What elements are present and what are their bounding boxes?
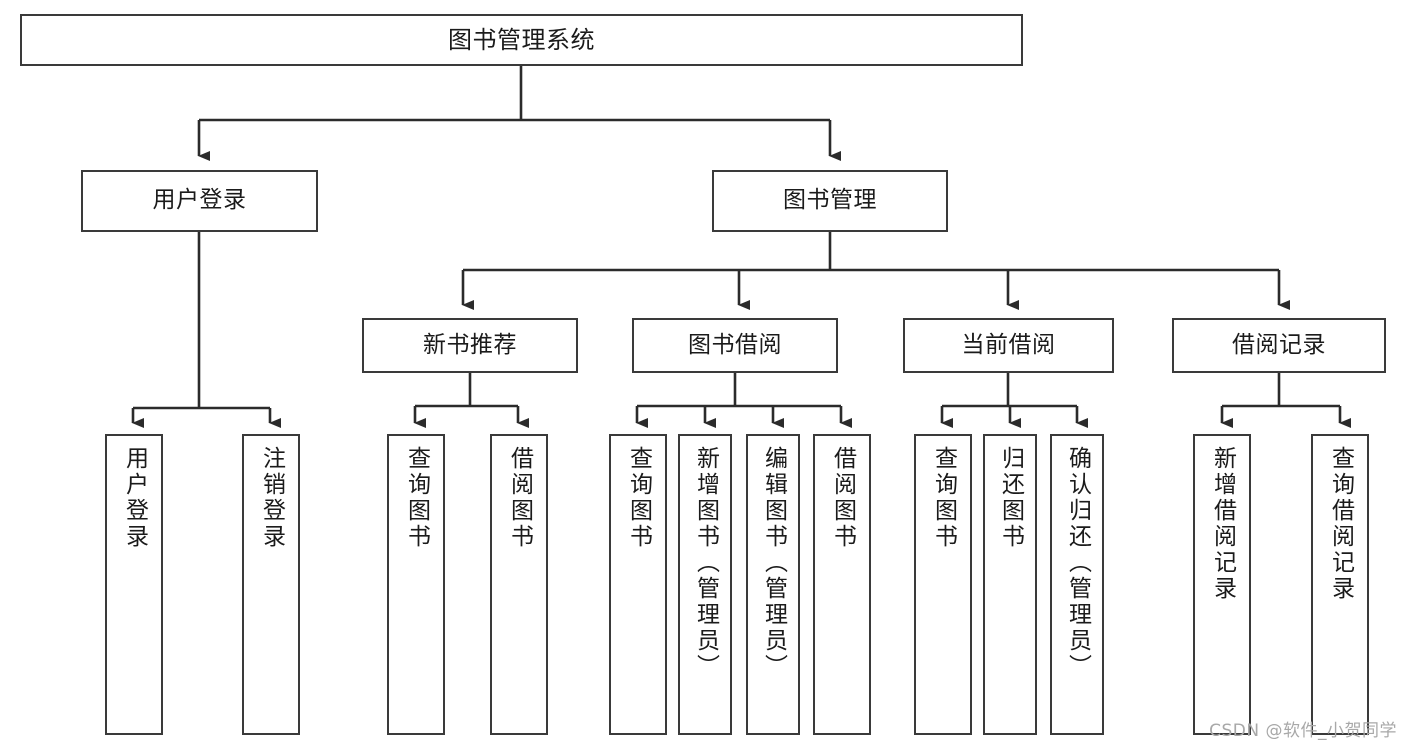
node-leaf-query-borrow-record[interactable]: 查询借阅记录 xyxy=(1311,434,1369,735)
node-borrow-record[interactable]: 借阅记录 xyxy=(1172,318,1386,373)
node-label: 新书推荐 xyxy=(423,331,517,358)
node-book-management[interactable]: 图书管理 xyxy=(712,170,948,232)
node-label: 借阅图书 xyxy=(506,446,533,550)
node-leaf-add-borrow-record[interactable]: 新增借阅记录 xyxy=(1193,434,1251,735)
node-root-system[interactable]: 图书管理系统 xyxy=(20,14,1023,66)
node-label: 用户登录 xyxy=(152,187,247,214)
node-label: 查询借阅记录 xyxy=(1327,446,1354,602)
node-label: 确认归还（管理员） xyxy=(1064,446,1091,680)
node-label: 查询图书 xyxy=(930,446,957,550)
node-leaf-query-book-current[interactable]: 查询图书 xyxy=(914,434,972,735)
node-leaf-user-login[interactable]: 用户登录 xyxy=(105,434,163,735)
node-label: 注销登录 xyxy=(258,446,285,550)
node-leaf-confirm-return[interactable]: 确认归还（管理员） xyxy=(1050,434,1104,735)
node-label: 借阅记录 xyxy=(1232,331,1326,358)
node-leaf-query-book-recommend[interactable]: 查询图书 xyxy=(387,434,445,735)
node-leaf-borrow-book-recommend[interactable]: 借阅图书 xyxy=(490,434,548,735)
node-label: 新增图书（管理员） xyxy=(692,446,719,680)
node-leaf-borrow-book-borrow[interactable]: 借阅图书 xyxy=(813,434,871,735)
node-label: 借阅图书 xyxy=(829,446,856,550)
node-leaf-user-logout[interactable]: 注销登录 xyxy=(242,434,300,735)
node-user-login[interactable]: 用户登录 xyxy=(81,170,318,232)
watermark-text: CSDN @软件_小贺同学 xyxy=(1209,721,1397,741)
node-leaf-edit-book[interactable]: 编辑图书（管理员） xyxy=(746,434,800,735)
node-label: 查询图书 xyxy=(403,446,430,550)
node-current-borrow[interactable]: 当前借阅 xyxy=(903,318,1114,373)
node-label: 编辑图书（管理员） xyxy=(760,446,787,680)
node-leaf-return-book[interactable]: 归还图书 xyxy=(983,434,1037,735)
node-book-borrow[interactable]: 图书借阅 xyxy=(632,318,838,373)
node-new-book-recommend[interactable]: 新书推荐 xyxy=(362,318,578,373)
node-leaf-query-book-borrow[interactable]: 查询图书 xyxy=(609,434,667,735)
node-label: 查询图书 xyxy=(625,446,652,550)
node-label: 图书管理系统 xyxy=(448,25,595,54)
node-label: 新增借阅记录 xyxy=(1209,446,1236,602)
node-label: 当前借阅 xyxy=(961,331,1056,358)
node-label: 归还图书 xyxy=(997,446,1024,550)
node-leaf-add-book[interactable]: 新增图书（管理员） xyxy=(678,434,732,735)
node-label: 图书借阅 xyxy=(688,331,782,358)
node-label: 图书管理 xyxy=(783,187,877,214)
node-label: 用户登录 xyxy=(121,446,148,550)
